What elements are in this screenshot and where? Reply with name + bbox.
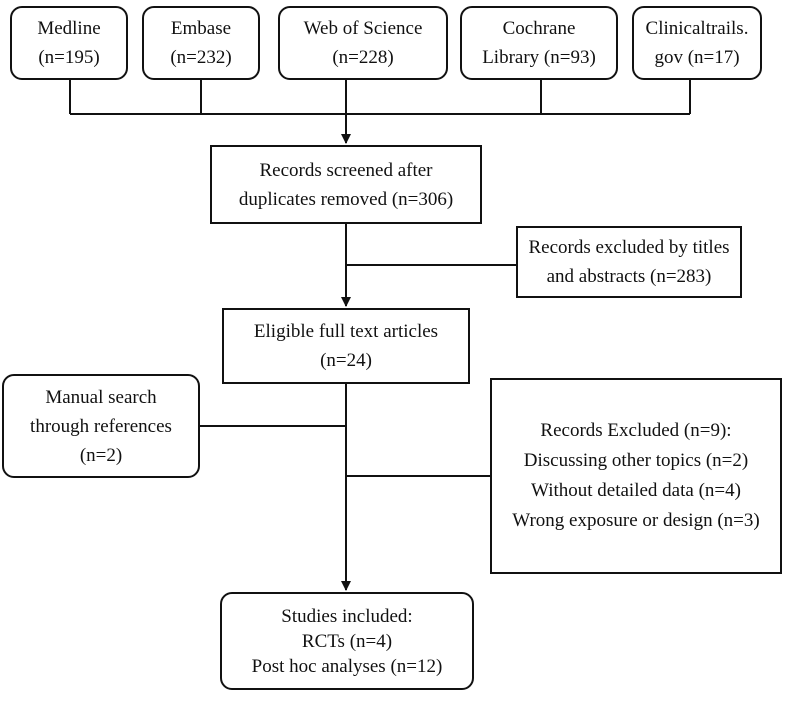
manual-search-box: Manual search through references (n=2) (2, 374, 200, 478)
excluded-titles-line-1: Records excluded by titles (528, 237, 730, 258)
excluded-full-line-1: Records Excluded (n=9): (540, 420, 732, 441)
studies-included-line-1: Studies included: (281, 605, 413, 627)
source-embase-line-2: (n=232) (170, 47, 232, 68)
studies-included-line-2: RCTs (n=4) (301, 630, 393, 652)
source-cochrane-library: Cochrane Library (n=93) (460, 6, 618, 80)
source-medline-line-1: Medline (37, 18, 101, 39)
source-web-of-science: Web of Science (n=228) (278, 6, 448, 80)
source-wos-line-1: Web of Science (303, 18, 423, 39)
eligible-articles-line-1: Eligible full text articles (253, 321, 439, 342)
source-embase-line-1: Embase (170, 18, 232, 39)
manual-search-line-3: (n=2) (79, 444, 123, 466)
excluded-full-text-box: Records Excluded (n=9): Discussing other… (490, 378, 782, 574)
eligible-articles-line-2: (n=24) (320, 350, 372, 371)
source-embase: Embase (n=232) (142, 6, 260, 80)
eligible-articles-box: Eligible full text articles (n=24) (222, 308, 470, 384)
studies-included-line-3: Post hoc analyses (n=12) (251, 655, 443, 677)
source-clinicaltrials-gov: Clinicaltrails. gov (n=17) (632, 6, 762, 80)
source-medline: Medline (n=195) (10, 6, 128, 80)
source-wos-line-2: (n=228) (332, 47, 394, 68)
excluded-full-line-4: Wrong exposure or design (n=3) (512, 510, 760, 531)
manual-search-line-1: Manual search (45, 386, 157, 408)
source-clinicaltrials-line-1: Clinicaltrails. (645, 18, 749, 39)
source-medline-line-2: (n=195) (38, 47, 100, 68)
excluded-full-line-2: Discussing other topics (n=2) (523, 450, 749, 471)
source-cochrane-line-2: Library (n=93) (482, 47, 596, 68)
manual-search-line-2: through references (30, 415, 172, 437)
records-screened-line-1: Records screened after (259, 159, 433, 181)
excluded-full-line-3: Without detailed data (n=4) (531, 480, 741, 501)
source-cochrane-line-1: Cochrane (502, 18, 576, 39)
records-screened-box: Records screened after duplicates remove… (210, 145, 482, 224)
excluded-titles-box: Records excluded by titles and abstracts… (516, 226, 742, 298)
source-clinicaltrials-line-2: gov (n=17) (654, 47, 740, 68)
excluded-titles-line-2: and abstracts (n=283) (546, 266, 712, 287)
studies-included-box: Studies included: RCTs (n=4) Post hoc an… (220, 592, 474, 690)
records-screened-line-2: duplicates removed (n=306) (238, 188, 454, 210)
